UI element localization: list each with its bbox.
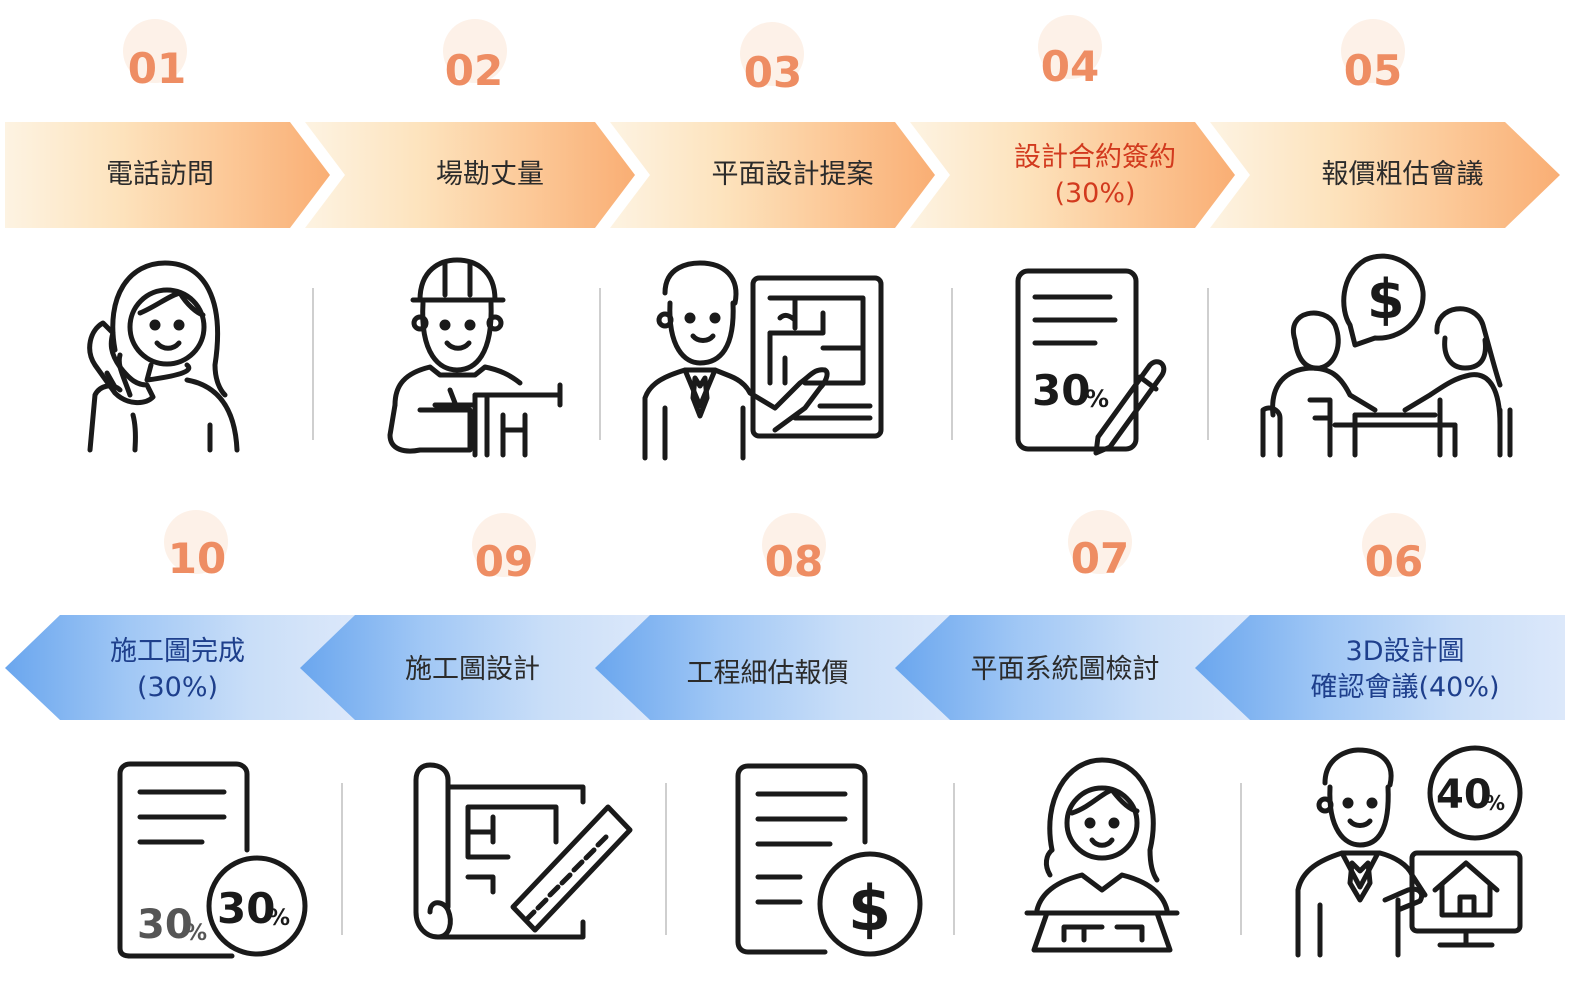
step-number-03: 03 [743,48,803,97]
divider [1240,783,1242,935]
step-label-09: 施工圖設計 [350,634,595,706]
arrow-04 [910,122,1235,228]
step-label-10: 施工圖完成 (30%) [55,634,300,706]
step-number-04: 04 [1040,42,1100,91]
designer-presenting-floorplan-icon [635,258,890,463]
step-label-line: 確認會議(40%) [1310,672,1500,703]
arrow-09 [300,615,650,720]
number-circle [1068,510,1132,574]
step-label-line: 工程細估報價 [686,658,849,689]
arrow-03 [610,122,935,228]
pct-sign: % [1485,791,1505,815]
number-circle [443,19,507,83]
step-label-line: 平面設計提案 [711,159,874,190]
divider [953,783,955,935]
step-label-line: (30%) [136,672,219,703]
3d-design-confirm-40-icon: 40 % [1290,745,1525,960]
number-circle [123,19,187,83]
step-number-01: 01 [127,44,187,93]
number-circle [164,510,228,574]
step-label-line: 平面系統圖檢討 [970,654,1160,685]
number-circle [762,513,826,577]
divider [951,288,953,440]
step-number-06: 06 [1364,537,1424,586]
step-label-06: 3D設計圖 確認會議(40%) [1270,634,1540,706]
divider [599,288,601,440]
pct-sign: % [268,906,290,931]
divider [341,783,343,935]
step-label-04: 設計合約簽約 (30%) [970,140,1220,212]
number-circle [1341,19,1405,83]
construction-worker-measuring-icon [375,255,565,460]
number-circle [1362,513,1426,577]
divider [665,783,667,935]
divider [1207,288,1209,440]
step-label-line: 設計合約簽約 [1014,142,1176,173]
step-label-line: (30%) [1054,178,1136,209]
pct-sign: % [185,921,207,946]
step-label-line: 施工圖設計 [405,654,540,685]
pct-30-text: 30 [1032,366,1090,415]
dollar-text: $ [848,872,891,945]
arrow-05 [1210,122,1560,228]
meeting-quote-dollar-icon: $ [1255,250,1520,462]
blueprint-ruler-icon [408,762,638,947]
arrow-06 [1195,615,1565,720]
pct-30-text: 30 [217,884,275,933]
contract-signing-30-icon: 30 % [1010,265,1170,460]
step-label-line: 3D設計圖 [1345,636,1465,667]
step-label-line: 場勘丈量 [436,159,544,190]
step-label-03: 平面設計提案 [665,140,920,210]
step-number-07: 07 [1070,534,1130,583]
step-label-line: 電話訪問 [106,159,214,190]
step-label-08: 工程細估報價 [650,638,885,710]
divider [312,288,314,440]
arrow-02 [305,122,635,228]
step-label-01: 電話訪問 [40,140,280,210]
step-number-10: 10 [167,534,227,583]
step-number-08: 08 [764,537,824,586]
dollar-text: $ [1367,268,1405,331]
step-label-05: 報價粗估會議 [1270,140,1535,210]
arrow-07 [895,615,1250,720]
step-label-line: 報價粗估會議 [1321,159,1484,190]
number-circle [472,513,536,577]
arrow-10 [5,615,355,720]
woman-reviewing-plan-icon [1022,755,1182,955]
pct-sign: % [1085,385,1109,413]
pct-40-text: 40 [1436,772,1492,818]
step-label-line: 施工圖完成 [110,636,245,667]
step-number-05: 05 [1343,46,1403,95]
detailed-quote-dollar-icon: $ [730,762,930,962]
construction-drawing-done-30-icon: 30 % 30 % [112,760,312,965]
number-circle [1038,15,1102,79]
phone-call-woman-icon [75,255,250,460]
arrow-08 [595,615,950,720]
step-label-07: 平面系統圖檢討 [950,634,1180,706]
step-number-02: 02 [444,46,504,95]
arrow-01 [5,122,330,228]
number-circle [740,22,804,86]
step-label-02: 場勘丈量 [370,140,610,210]
pct-30-text: 30 [137,902,193,948]
step-number-09: 09 [474,537,534,586]
